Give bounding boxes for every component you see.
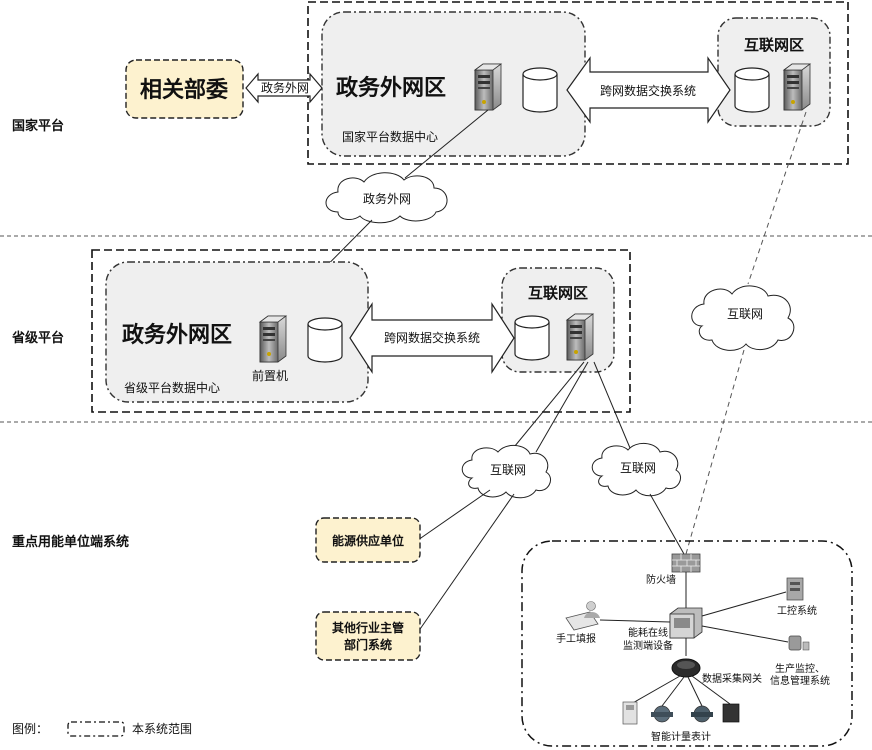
link-gateway-to-meter-1 (630, 675, 681, 705)
tier-label-national: 国家平台 (12, 118, 64, 134)
link-prov-server-to-cloud-b (593, 361, 631, 449)
svg-text:政务外网: 政务外网 (363, 191, 411, 206)
national-internet-zone-title: 互联网区 (744, 36, 804, 54)
firewall-label: 防火墙 (646, 573, 676, 586)
other-dept-box: 其他行业主管 部门系统 (315, 611, 421, 661)
production-monitoring-icon (788, 635, 810, 651)
national-center-label: 国家平台数据中心 (342, 129, 438, 144)
link-prov-server-to-cloud-a-1 (509, 361, 585, 453)
ministries-link-label: 政务外网 (261, 80, 309, 95)
svg-text:相关部委: 相关部委 (140, 77, 228, 103)
national-database-icon (522, 67, 558, 113)
national-internet-server-icon (783, 63, 811, 111)
firewall-icon (671, 553, 701, 573)
national-internet-zone-panel (717, 17, 831, 127)
link-cloud-a-to-other-dept (417, 493, 515, 633)
svg-text:互联网: 互联网 (620, 461, 656, 475)
provincial-internet-zone-title: 互联网区 (528, 284, 588, 302)
production-label-line2: 信息管理系统 (770, 674, 830, 687)
enterprise-system-scope (521, 540, 853, 747)
link-national-server-to-gov-cloud (404, 109, 489, 179)
meter-icon-gas (691, 705, 713, 723)
tier-label-enterprise: 重点用能单位端系统 (12, 534, 129, 550)
national-server-icon (474, 63, 502, 111)
industrial-control-label: 工控系统 (777, 604, 817, 617)
meter-icon-heat (722, 703, 740, 723)
link-cloud-to-firewall (685, 349, 745, 555)
legend-prefix: 图例： (12, 722, 48, 736)
svg-text:部门系统: 部门系统 (344, 637, 392, 652)
manual-entry-label: 手工填报 (556, 632, 596, 645)
meter-icon-electric (622, 701, 638, 725)
link-national-internet-to-cloud (747, 111, 807, 285)
meters-label: 智能计量表计 (651, 730, 711, 743)
link-cloud-a-to-energy-supplier (417, 489, 491, 541)
link-device-to-production (701, 625, 789, 643)
meter-icon-water (651, 705, 673, 723)
internet-cloud-right: 互联网 (691, 285, 795, 351)
gateway-icon (671, 658, 701, 678)
link-gateway-to-meter-2 (661, 676, 685, 707)
national-exchange-arrow (566, 56, 731, 124)
ministries-link-arrow (245, 72, 323, 104)
tier-label-provincial: 省级平台 (11, 330, 64, 346)
provincial-gov-zone-title: 政务外网区 (122, 322, 232, 348)
production-label-line1: 生产监控、 (775, 662, 825, 675)
provincial-exchange-label: 跨网数据交换系统 (384, 330, 480, 345)
link-device-to-industrial (701, 591, 787, 617)
device-label-line2: 监测端设备 (623, 639, 673, 652)
ministries-box: 相关部委 (125, 59, 244, 119)
manual-entry-icon (565, 601, 600, 631)
svg-text:能源供应单位: 能源供应单位 (332, 533, 404, 548)
provincial-exchange-arrow (349, 301, 515, 375)
gateway-label: 数据采集网关 (702, 672, 762, 685)
provincial-system-scope (91, 249, 631, 413)
svg-text:互联网: 互联网 (727, 307, 763, 321)
monitoring-device-icon (669, 607, 703, 639)
front-server-icon (259, 315, 287, 363)
energy-supplier-box: 能源供应单位 (315, 517, 421, 563)
provincial-database-icon (307, 317, 343, 363)
industrial-control-icon (786, 577, 804, 601)
link-gateway-to-meter-4 (691, 675, 731, 705)
device-label-line1: 能耗在线 (628, 626, 668, 639)
legend-scope-sample (67, 721, 125, 737)
svg-text:互联网: 互联网 (490, 463, 526, 477)
provincial-internet-server-icon (566, 313, 594, 361)
national-internet-database-icon (734, 67, 770, 113)
internet-cloud-b: 互联网 (591, 443, 681, 497)
national-exchange-label: 跨网数据交换系统 (600, 83, 696, 98)
gov-net-cloud: 政务外网 (325, 172, 448, 224)
legend-label: 本系统范围 (132, 722, 192, 736)
national-gov-zone-title: 政务外网区 (336, 75, 446, 101)
svg-text:其他行业主管: 其他行业主管 (332, 620, 404, 635)
link-prov-server-to-cloud-a-2 (535, 361, 589, 453)
link-gateway-to-meter-3 (687, 676, 703, 707)
link-manual-to-device (599, 619, 671, 623)
internet-cloud-a: 互联网 (461, 445, 551, 499)
provincial-internet-database-icon (514, 315, 550, 361)
front-server-label: 前置机 (252, 368, 288, 383)
provincial-center-label: 省级平台数据中心 (124, 380, 220, 395)
link-cloud-b-to-firewall (649, 493, 685, 555)
